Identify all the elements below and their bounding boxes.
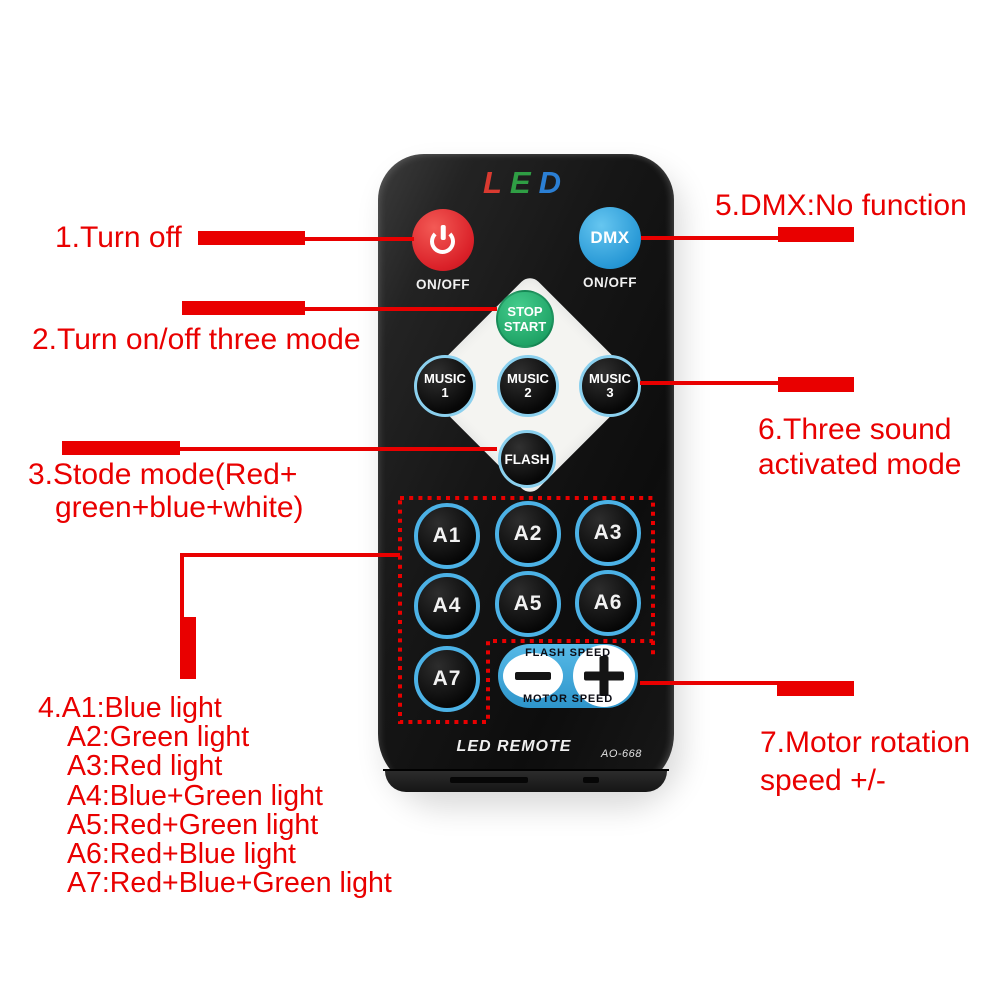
- remote-body: LED ON/OFF DMX ON/OFF STOP START MUSIC 1…: [378, 154, 674, 792]
- music-3-button[interactable]: MUSIC 3: [579, 355, 641, 417]
- annotation-4-a-buttons-legend: 4.A1:Blue light A2:Green light A3:Red li…: [38, 692, 392, 900]
- minus-icon: [515, 672, 551, 680]
- callout-bar-1: [198, 231, 305, 245]
- a3-button[interactable]: A3: [575, 500, 641, 566]
- annotation-6-sound-mode: 6.Three sound activated mode: [758, 413, 962, 481]
- bottom-notch: [450, 777, 528, 783]
- annotation-7-motor-speed: 7.Motor rotation speed +/-: [760, 726, 971, 797]
- dmx-button[interactable]: DMX: [579, 207, 641, 269]
- flash-button[interactable]: FLASH: [498, 430, 556, 488]
- annotation-5-dmx: 5.DMX:No function: [715, 189, 967, 222]
- speed-control: FLASH SPEED MOTOR SPEED: [498, 644, 638, 708]
- a1-button[interactable]: A1: [414, 503, 480, 569]
- motor-speed-label: MOTOR SPEED: [523, 693, 613, 705]
- dmx-onoff-label: ON/OFF: [583, 275, 637, 290]
- led-logo-letter: L: [482, 165, 510, 200]
- callout-bar-2: [182, 301, 305, 315]
- a2-button[interactable]: A2: [495, 501, 561, 567]
- bottom-notch: [583, 777, 599, 783]
- callout-bar-4: [180, 617, 196, 679]
- stop-start-button[interactable]: STOP START: [496, 290, 554, 348]
- power-icon: [429, 224, 457, 254]
- led-logo: LED: [378, 165, 674, 201]
- a4-button[interactable]: A4: [414, 573, 480, 639]
- led-logo-letter: E: [509, 165, 539, 200]
- a5-button[interactable]: A5: [495, 571, 561, 637]
- music-2-button[interactable]: MUSIC 2: [497, 355, 559, 417]
- a6-button[interactable]: A6: [575, 570, 641, 636]
- led-logo-letter: D: [538, 165, 569, 200]
- remote-model-name: LED REMOTE: [456, 738, 572, 755]
- remote-bottom-edge: [385, 771, 667, 792]
- remote-model-number: AO-668: [601, 748, 642, 760]
- music-1-button[interactable]: MUSIC 1: [414, 355, 476, 417]
- callout-bar-3: [62, 441, 180, 455]
- annotation-2-three-mode: 2.Turn on/off three mode: [32, 323, 361, 356]
- remote-bottom-seam: [383, 769, 669, 771]
- power-button[interactable]: [412, 209, 474, 271]
- a7-button[interactable]: A7: [414, 646, 480, 712]
- callout-bar-7: [777, 681, 854, 696]
- power-onoff-label: ON/OFF: [416, 277, 470, 292]
- callout-bar-6: [778, 377, 854, 392]
- callout-line-4: [180, 553, 400, 617]
- annotation-1-turn-off: 1.Turn off: [55, 221, 182, 254]
- flash-speed-label: FLASH SPEED: [525, 647, 611, 659]
- annotation-3-strobe-mode: 3.Stode mode(Red+ green+blue+white): [28, 458, 304, 524]
- callout-bar-5: [778, 227, 854, 242]
